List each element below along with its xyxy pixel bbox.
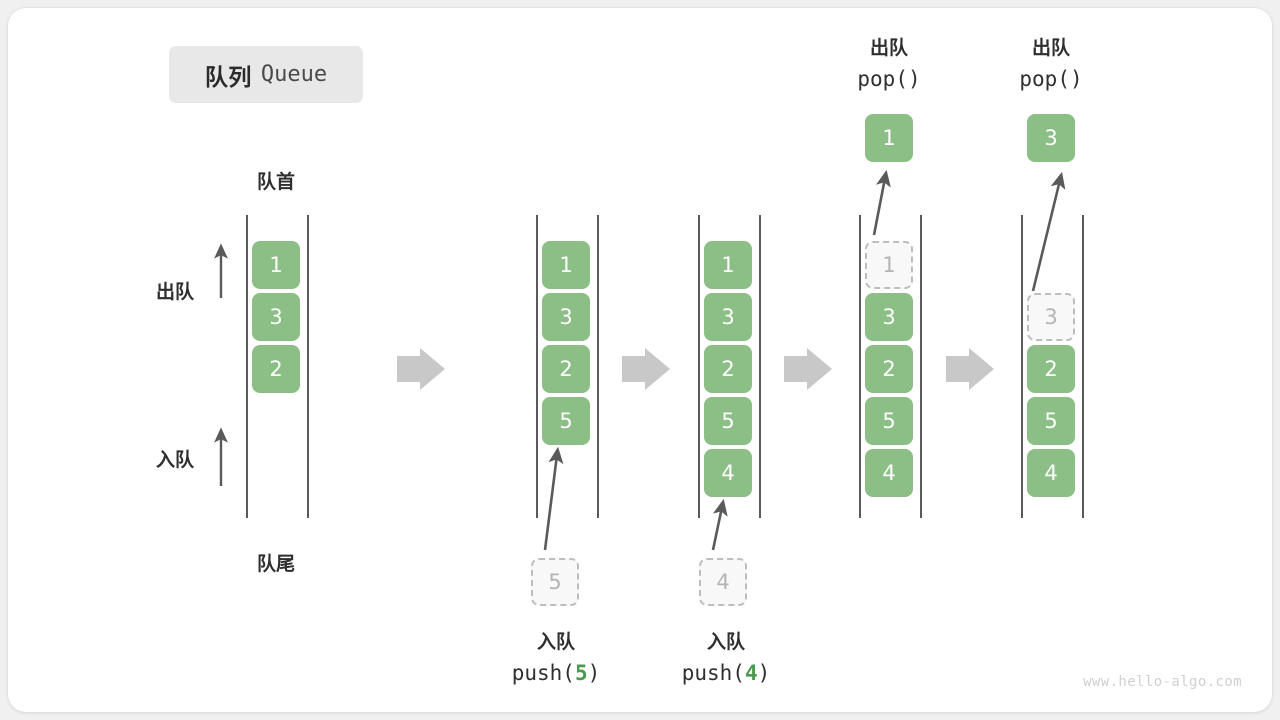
pop-3-arrow <box>1031 171 1066 292</box>
queue-rail-left-1 <box>246 215 248 518</box>
queue-rail-left-5 <box>1021 215 1023 518</box>
popped-element: 3 <box>1027 114 1075 162</box>
pop-1-caption-cn: 出队 <box>869 37 908 59</box>
queue-element: 1 <box>542 241 590 289</box>
enqueue-label: 入队 <box>156 449 195 471</box>
queue-element: 2 <box>1027 345 1075 393</box>
dequeue-label: 出队 <box>156 281 195 303</box>
queue-element: 1 <box>252 241 300 289</box>
queue-element: 3 <box>704 293 752 341</box>
queue-element: 3 <box>865 293 913 341</box>
queue-rail-right-4 <box>920 215 922 518</box>
queue-element: 4 <box>1027 449 1075 497</box>
step-arrow-2 <box>622 348 670 390</box>
push-5-caption-cn: 入队 <box>536 631 575 653</box>
queue-element: 3 <box>252 293 300 341</box>
queue-element: 2 <box>542 345 590 393</box>
push-5-caption-code: push(5) <box>511 661 601 686</box>
queue-rail-right-2 <box>597 215 599 518</box>
removed-element-ghost: 3 <box>1027 293 1075 341</box>
popped-element: 1 <box>865 114 913 162</box>
step-arrow-1 <box>397 348 445 390</box>
step-arrow-4 <box>946 348 994 390</box>
queue-element: 5 <box>865 397 913 445</box>
pop-3-caption: 出队 pop() <box>976 34 1126 96</box>
push-4-caption-cn: 入队 <box>706 631 745 653</box>
incoming-element-ghost: 5 <box>531 558 579 606</box>
front-label: 队首 <box>256 171 295 193</box>
queue-element: 2 <box>865 345 913 393</box>
queue-element-new: 4 <box>704 449 752 497</box>
queue-element: 4 <box>865 449 913 497</box>
queue-element: 2 <box>252 345 300 393</box>
queue-rail-left-4 <box>859 215 861 518</box>
queue-rail-left-3 <box>698 215 700 518</box>
push-4-caption: 入队 push(4) <box>621 628 831 690</box>
pop-3-caption-cn: 出队 <box>1031 37 1070 59</box>
push-4-arrow <box>711 498 728 551</box>
queue-rail-left-2 <box>536 215 538 518</box>
queue-rail-right-3 <box>759 215 761 518</box>
pop-1-arrow <box>872 169 891 236</box>
push-5-arrow <box>543 446 564 551</box>
queue-rail-right-5 <box>1082 215 1084 518</box>
queue-rail-right-1 <box>307 215 309 518</box>
queue-element: 3 <box>542 293 590 341</box>
queue-element: 5 <box>1027 397 1075 445</box>
pop-1-caption: 出队 pop() <box>814 34 964 96</box>
diagram-card: 队列 Queue 队首 队尾 出队 入队 1 3 2 1 3 2 5 5 入队 … <box>8 8 1272 712</box>
watermark: www.hello-algo.com <box>1083 674 1242 690</box>
incoming-element-ghost: 4 <box>699 558 747 606</box>
diagram-title-en: Queue <box>260 62 328 87</box>
queue-element: 2 <box>704 345 752 393</box>
diagram-title-chip: 队列 Queue <box>169 46 363 103</box>
removed-element-ghost: 1 <box>865 241 913 289</box>
step-arrow-3 <box>784 348 832 390</box>
queue-element: 1 <box>704 241 752 289</box>
queue-element: 5 <box>704 397 752 445</box>
back-label: 队尾 <box>256 553 295 575</box>
queue-element-new: 5 <box>542 397 590 445</box>
push-4-caption-code: push(4) <box>681 661 771 686</box>
push-5-caption: 入队 push(5) <box>451 628 661 690</box>
diagram-title-cn: 队列 <box>204 64 252 91</box>
pop-1-caption-code: pop() <box>857 67 921 92</box>
pop-3-caption-code: pop() <box>1019 67 1083 92</box>
